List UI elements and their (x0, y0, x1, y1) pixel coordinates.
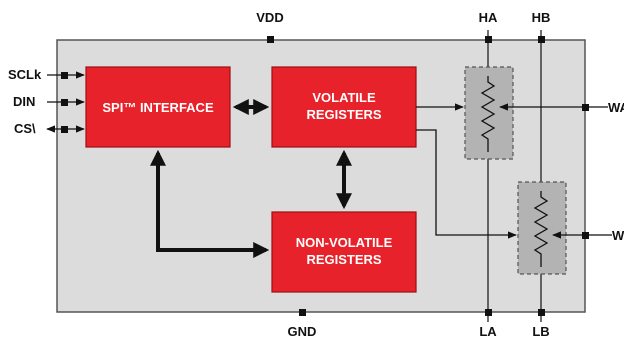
nonvolatile-registers-label-1: NON-VOLATILE (296, 235, 393, 250)
volatile-registers-label-1: VOLATILE (312, 90, 376, 105)
din-pin (61, 99, 68, 106)
wb-pin (582, 232, 589, 239)
gnd-pin (299, 309, 306, 316)
volatile-registers-label-2: REGISTERS (306, 107, 381, 122)
vdd-pin (267, 36, 274, 43)
din-label: DIN (13, 94, 35, 109)
hb-pin (538, 36, 545, 43)
cs-label: CS\ (14, 121, 36, 136)
volatile-registers-block (271, 66, 417, 148)
vdd-label: VDD (256, 10, 283, 25)
wb-label: WB (612, 228, 624, 243)
sclk-pin (61, 72, 68, 79)
la-label: LA (479, 324, 497, 337)
hb-label: HB (532, 10, 551, 25)
la-pin (485, 309, 492, 316)
potentiometer-icon (480, 70, 496, 156)
lb-label: LB (532, 324, 549, 337)
nonvolatile-registers-block (271, 211, 417, 293)
nonvolatile-registers-label-2: REGISTERS (306, 252, 381, 267)
lb-pin (538, 309, 545, 316)
ha-label: HA (479, 10, 498, 25)
wa-label: WA (608, 100, 624, 115)
gnd-label: GND (288, 324, 317, 337)
wa-pin (582, 104, 589, 111)
sclk-label: SCLk (8, 67, 42, 82)
cs-pin (61, 126, 68, 133)
spi-interface-block (85, 66, 231, 148)
spi-nonvolatile-arrow (150, 149, 270, 258)
volatile-to-pot-b-line (416, 129, 517, 239)
spi-interface-label: SPI™ INTERFACE (102, 100, 214, 115)
potentiometer-icon (533, 185, 549, 271)
ha-pin (485, 36, 492, 43)
